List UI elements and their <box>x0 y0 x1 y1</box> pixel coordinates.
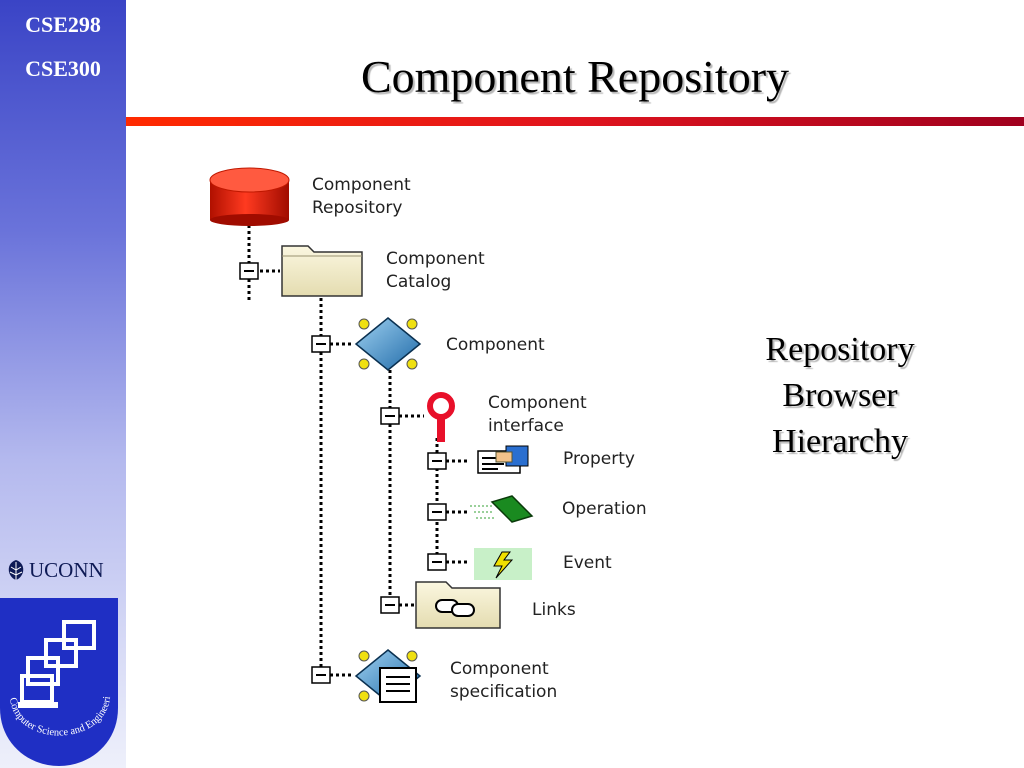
title-rule <box>126 117 1024 126</box>
links-folder-icon <box>415 581 501 629</box>
event-node-label: Event <box>563 553 612 573</box>
course-code-2: CSE300 <box>25 56 101 81</box>
property-collapse-icon[interactable] <box>427 452 447 470</box>
links-node-label: Links <box>532 600 576 620</box>
cse-badge: Computer Science and Engineering <box>0 598 118 766</box>
property-card-icon <box>477 445 529 474</box>
uconn-logo: UCONN <box>6 558 104 583</box>
repository-label-line-2: Repository <box>312 198 403 218</box>
operation-node-label: Operation <box>562 499 647 519</box>
interface-node-label: Component interface <box>488 392 587 438</box>
repository-node-label: Component Repository <box>312 174 411 220</box>
operation-icon <box>470 495 534 523</box>
folder-icon <box>281 245 363 297</box>
specification-label-line-2: specification <box>450 682 558 702</box>
lightning-icon <box>474 548 532 580</box>
catalog-node-label: Component Catalog <box>386 248 485 294</box>
specification-node-label: Component specification <box>450 658 557 704</box>
interface-label-line-1: Component <box>488 393 587 413</box>
database-drum-icon <box>209 167 290 226</box>
operation-collapse-icon[interactable] <box>427 503 447 521</box>
caption-line-2: Browser <box>782 377 898 414</box>
catalog-collapse-icon[interactable] <box>239 262 259 280</box>
component-node-label: Component <box>446 335 545 355</box>
uconn-logo-text: UCONN <box>29 558 104 582</box>
catalog-label-line-2: Catalog <box>386 272 452 292</box>
course-code-1: CSE298 <box>25 12 101 37</box>
property-node-label: Property <box>563 449 635 469</box>
repository-label-line-1: Component <box>312 175 411 195</box>
caption-line-1: Repository <box>765 331 915 368</box>
specification-label-line-1: Component <box>450 659 549 679</box>
repository-browser-caption: Repository Browser Hierarchy <box>700 327 980 465</box>
links-collapse-icon[interactable] <box>380 596 400 614</box>
component-collapse-icon[interactable] <box>311 335 331 353</box>
oak-leaf-icon <box>8 560 24 580</box>
component-diamond-icon <box>354 317 422 371</box>
caption-line-3: Hierarchy <box>772 423 908 460</box>
collapse-toggles <box>239 262 447 684</box>
interface-label-line-2: interface <box>488 416 564 436</box>
key-icon <box>427 392 455 442</box>
catalog-label-line-1: Component <box>386 249 485 269</box>
specification-collapse-icon[interactable] <box>311 666 331 684</box>
slide-title: Component Repository <box>360 51 790 102</box>
specification-icon <box>354 649 422 703</box>
event-collapse-icon[interactable] <box>427 553 447 571</box>
interface-collapse-icon[interactable] <box>380 407 400 425</box>
